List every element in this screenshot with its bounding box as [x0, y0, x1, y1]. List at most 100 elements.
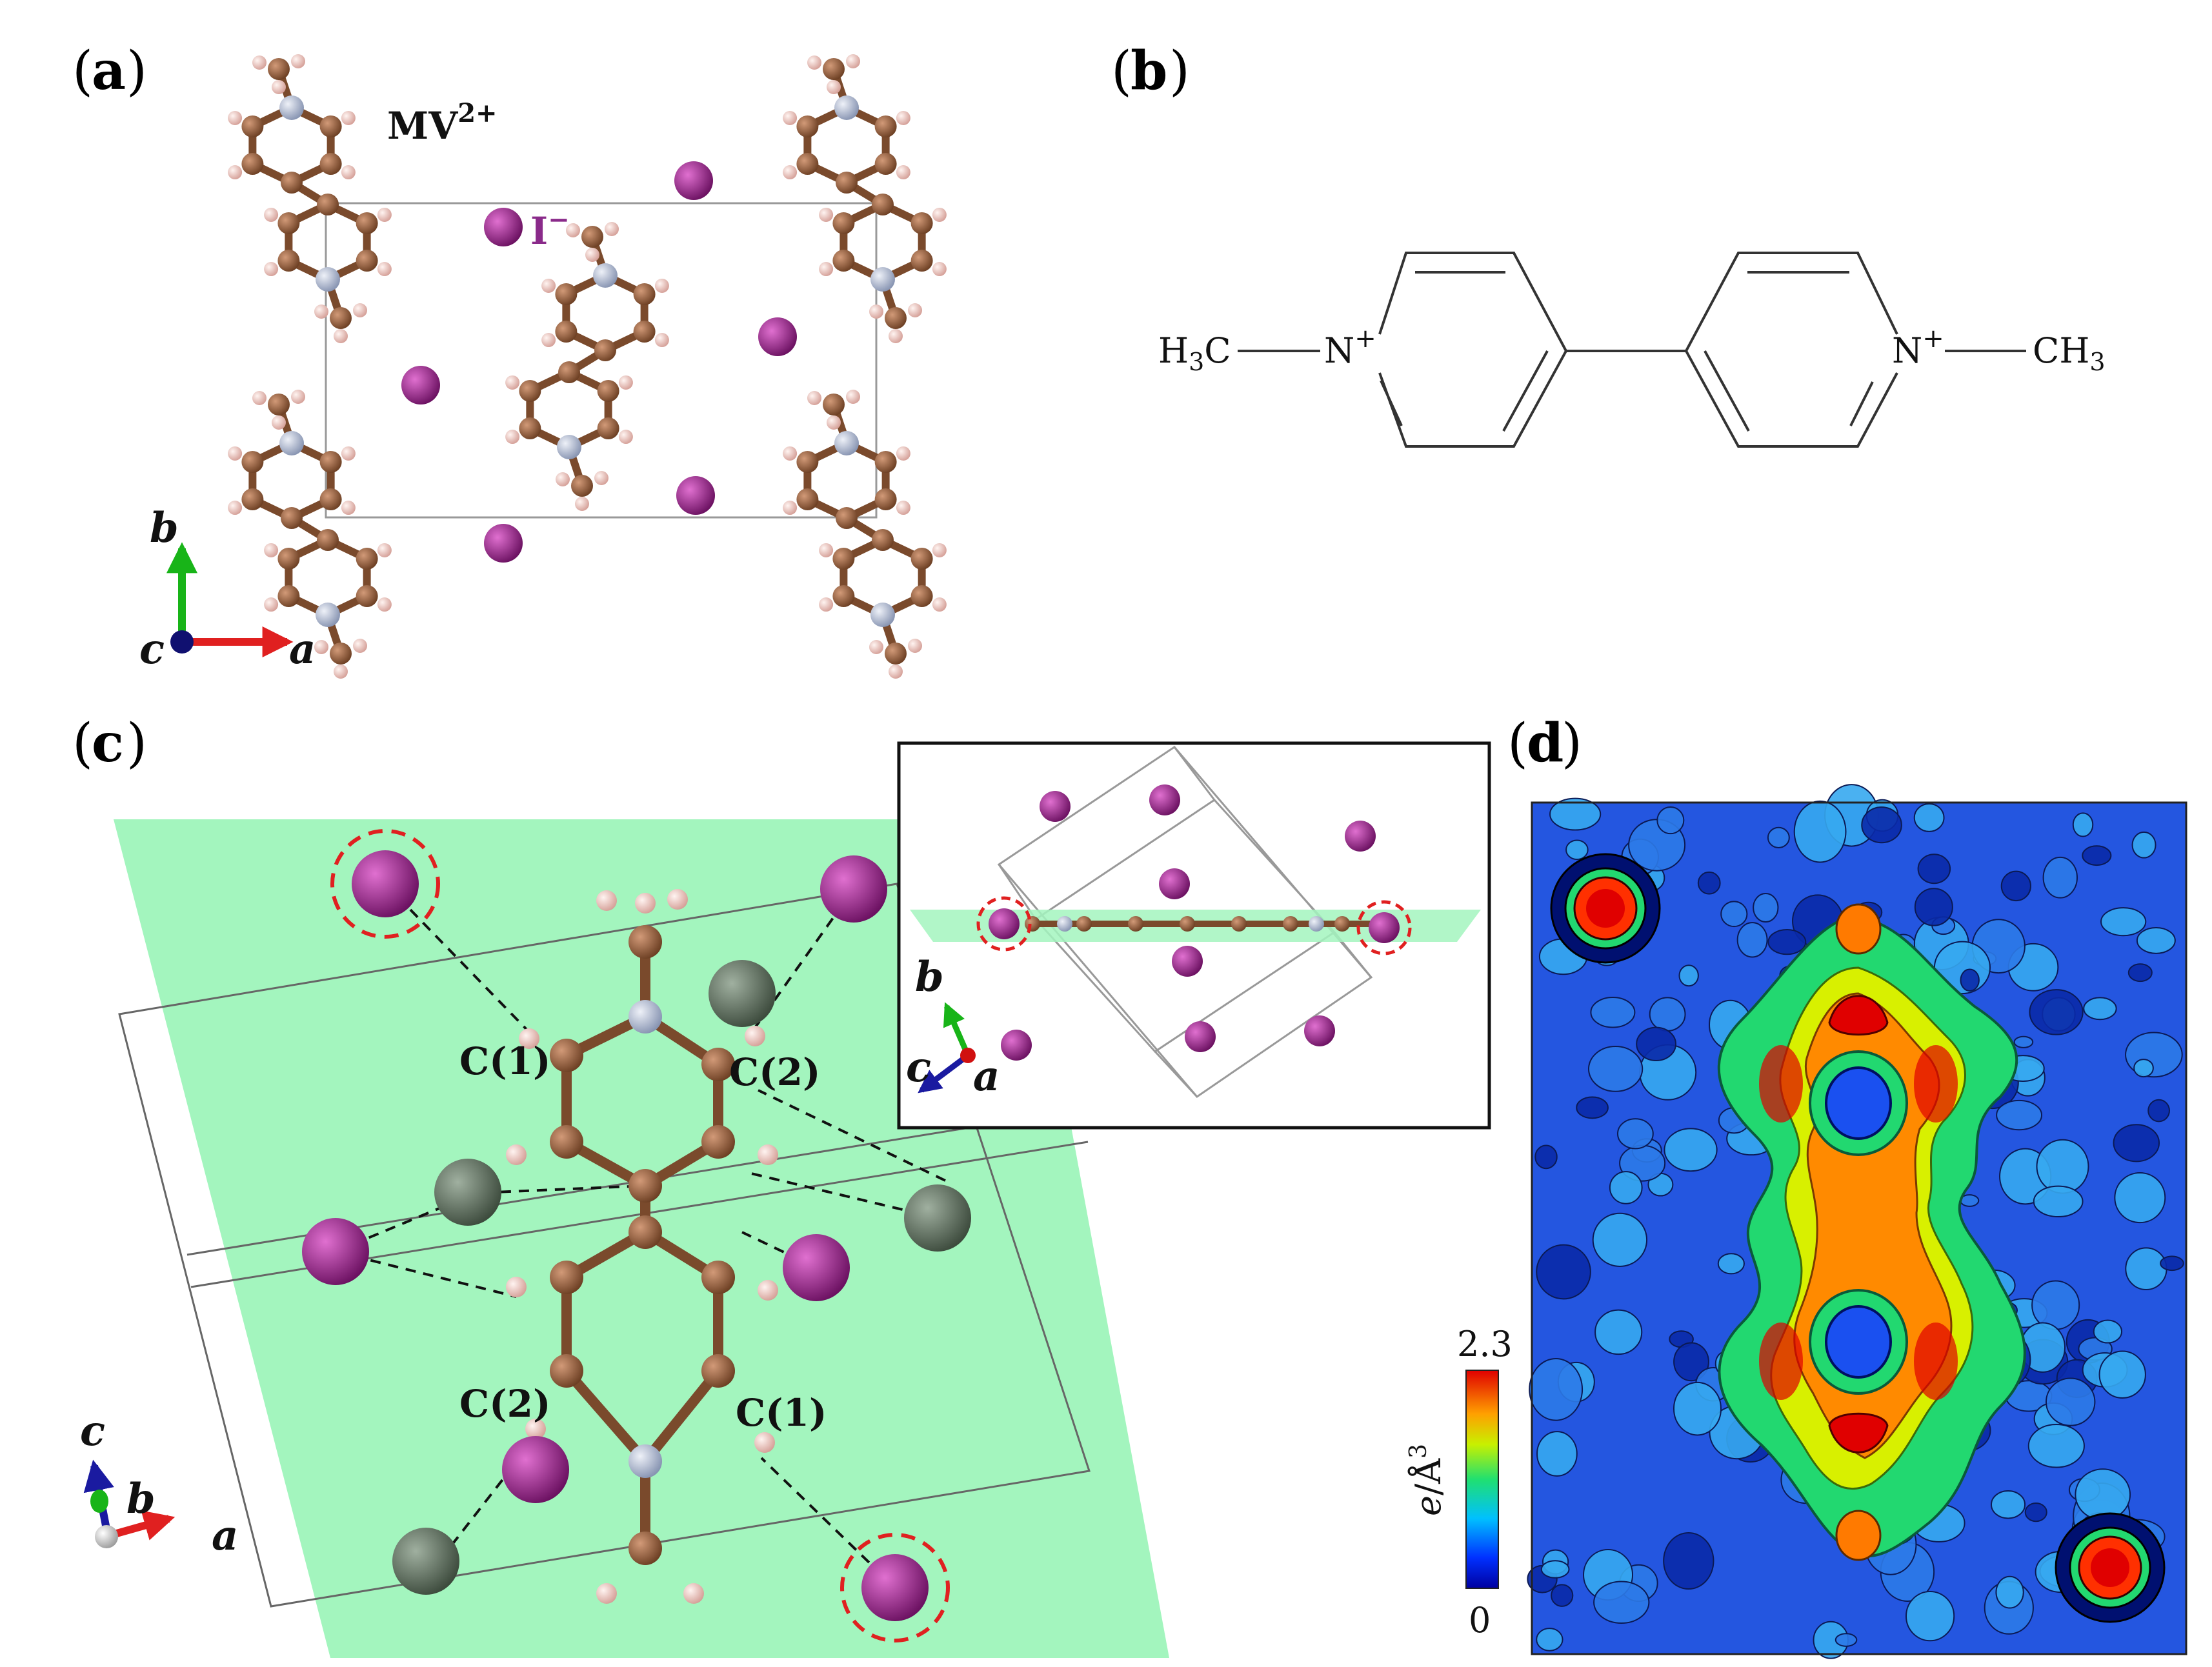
hydrogen-atom: [783, 501, 798, 515]
left-methyl-formula: H3C: [1158, 330, 1231, 376]
density-speckle: [2125, 1247, 2167, 1291]
density-speckle: [1565, 839, 1589, 861]
density-speckle: [2127, 963, 2153, 983]
hydrogen-atom: [506, 1144, 527, 1165]
carbon-atom: [832, 548, 855, 570]
hydrogen-atom: [827, 80, 841, 94]
inset-iodide-8: [1001, 1030, 1032, 1061]
inset-axes: b c a: [906, 953, 1000, 1101]
carbon-atom: [597, 380, 619, 402]
hydrogen-atom: [618, 375, 633, 390]
hydrogen-atom: [807, 391, 821, 405]
c-axis-dot: [170, 630, 194, 654]
panel-b-label-close: ): [1169, 41, 1190, 102]
axis-label-a: a: [289, 625, 316, 674]
hydrogen-atom: [846, 54, 860, 68]
hydrogen-atom: [272, 415, 286, 430]
density-speckle: [2029, 989, 2084, 1035]
left-ring-double-bond-3: [1380, 380, 1403, 426]
hydrogen-atom: [505, 375, 520, 390]
origin-c: [95, 1525, 118, 1548]
iodide-out-of-plane-3: [904, 1184, 971, 1252]
inset-iodide-3: [1040, 791, 1071, 822]
density-speckle: [1914, 888, 1953, 926]
hydrogen-atom: [896, 110, 910, 125]
hydrogen-atom: [819, 207, 834, 222]
density-speckle: [1549, 797, 1602, 831]
density-speckle: [1736, 922, 1768, 958]
left-pyridinium-ring: [1378, 252, 1568, 448]
carbon-atom: [241, 115, 264, 137]
density-speckle: [1905, 1591, 1955, 1642]
mv-cation-5: [505, 222, 669, 511]
carbon-atom: [701, 1125, 735, 1159]
hydrogen-atom: [932, 543, 947, 557]
inset-iodide-2: [1369, 912, 1400, 943]
unit-cell-a: [325, 202, 878, 519]
hydrogen-atom: [783, 446, 798, 461]
hydrogen-bond-8: [760, 1457, 896, 1589]
hydrogen-bond-5: [748, 1172, 938, 1219]
hydrogen-atom: [228, 110, 243, 125]
hydrogen-atom: [377, 543, 392, 557]
iodide-out-of-plane-4: [392, 1528, 459, 1595]
hydrogen-atom: [519, 1028, 539, 1049]
carbon-atom: [628, 1215, 662, 1249]
inset-iodide-10: [1304, 1015, 1335, 1046]
carbon-atom: [910, 250, 933, 272]
density-speckle: [2027, 1424, 2085, 1468]
atom-label-c2-bottom: C(2): [459, 1382, 550, 1426]
hydrogen-atom: [334, 664, 348, 679]
hydrogen-atom: [827, 415, 841, 430]
hydrogen-atom: [896, 501, 910, 515]
density-speckle: [2098, 1350, 2146, 1399]
carbon-atom: [330, 307, 352, 329]
density-speckle: [2072, 812, 2094, 837]
panel-d-label-close: ): [1562, 713, 1582, 774]
density-speckle: [1995, 1575, 2024, 1609]
methyl-carbon-top: [628, 925, 662, 959]
carbon-atom: [910, 585, 933, 607]
nitrogen-atom: [279, 431, 304, 455]
iodide-out-of-plane-2: [434, 1159, 501, 1226]
hydrogen-atom: [272, 80, 286, 94]
highlight-ring-bottom: [840, 1533, 950, 1642]
density-speckle: [1678, 964, 1699, 987]
carbon-atom: [823, 394, 845, 415]
iodide-in-plane-1: [352, 850, 419, 917]
hydrogen-atom: [525, 1419, 546, 1439]
mv-cation-2: [228, 390, 392, 679]
mv-cations: [228, 54, 947, 679]
iodide-ion-3: [758, 317, 797, 356]
hydrogen-atom: [683, 1583, 704, 1604]
hydrogen-atom: [754, 1432, 775, 1453]
carbon-atom: [519, 417, 541, 439]
hydrogen-atom: [635, 893, 656, 913]
colour-scale-max: 2.3: [1457, 1324, 1513, 1364]
nitrogen-atom: [593, 263, 618, 288]
right-ring-double-bond-2: [1704, 350, 1750, 432]
density-speckle: [2031, 1280, 2080, 1330]
hydrogen-atom: [594, 471, 608, 485]
hydrogen-atom: [889, 664, 903, 679]
hydrogen-atom: [807, 55, 821, 70]
density-speckle: [1636, 1026, 1676, 1061]
iodine-density-top-left: [1550, 853, 1661, 964]
hydrogen-atom: [556, 472, 570, 486]
right-ring-double-bond-3: [1849, 381, 1874, 426]
hydrogen-atom: [596, 1583, 617, 1604]
density-speckle: [1913, 803, 1945, 832]
carbon-atom: [281, 172, 303, 194]
carbon-atom: [319, 115, 342, 137]
methyl-viologen-structure: [1238, 252, 2026, 448]
carbon-atom: [633, 321, 656, 343]
hydrogen-atom: [341, 446, 356, 461]
hydrogen-atom: [758, 1144, 778, 1165]
carbon-atom: [832, 250, 855, 272]
atom-label-c1-bottom: C(1): [736, 1391, 827, 1435]
iodide-out-of-plane-1: [709, 960, 776, 1027]
mv-label: MV2+: [387, 98, 498, 148]
panel-c: ( c ) C(1) C(2) C(2) C(1) c b a: [72, 712, 1491, 1658]
panel-c-label-close: ): [126, 713, 147, 774]
right-methyl-formula: CH3: [2033, 330, 2106, 376]
